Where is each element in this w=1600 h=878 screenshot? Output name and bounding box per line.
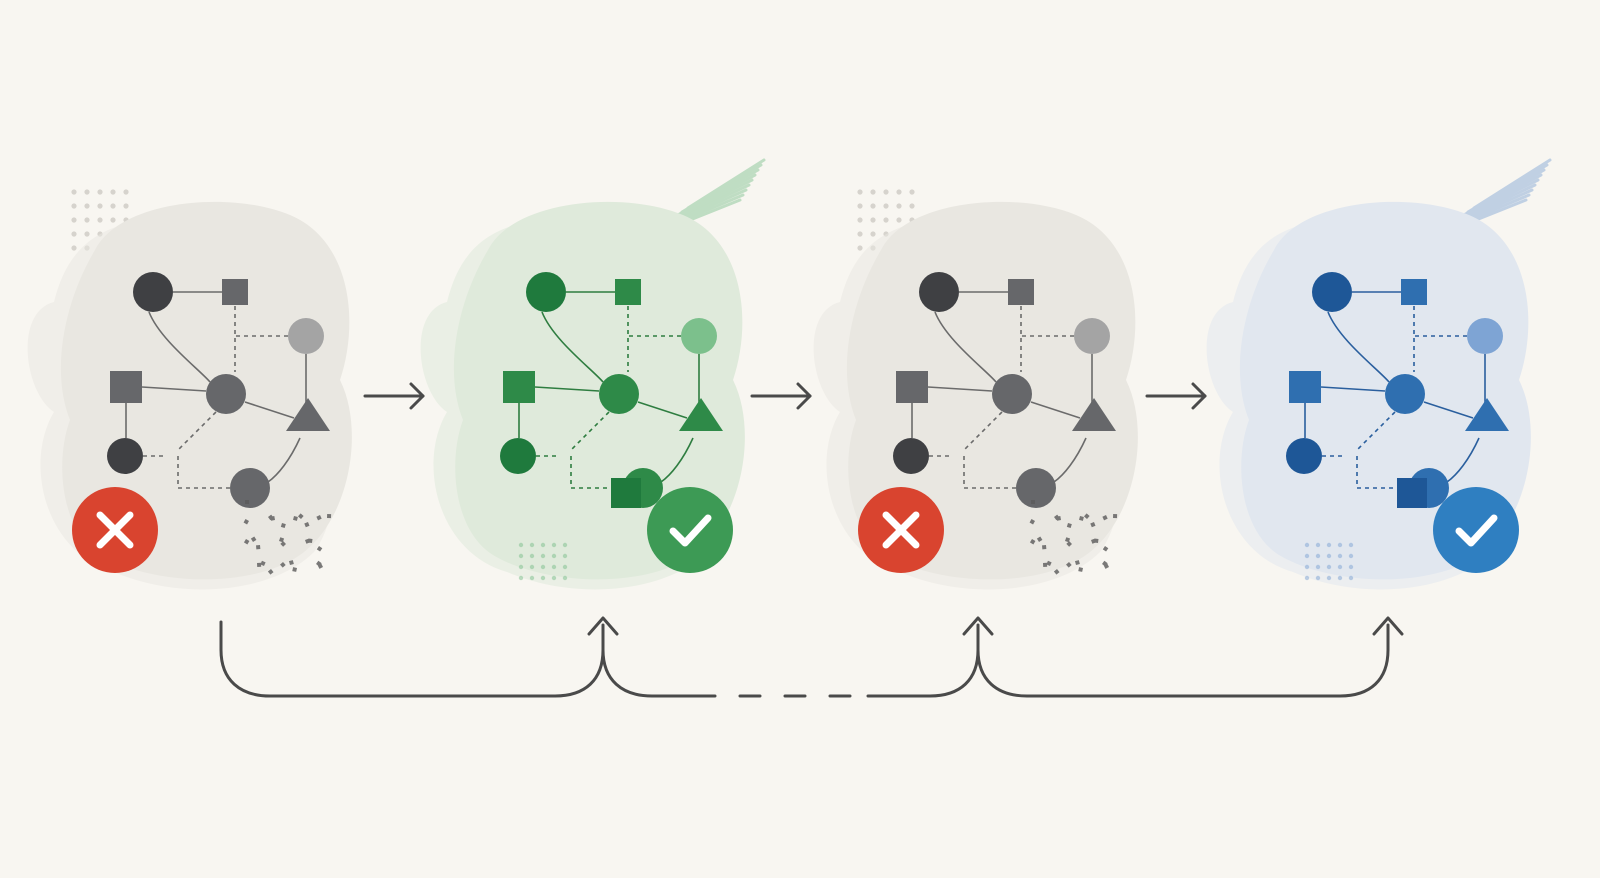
graph-edges bbox=[911, 291, 1093, 489]
graph-node-circle bbox=[599, 374, 639, 414]
graph-edge bbox=[244, 401, 295, 419]
graph-node-square bbox=[1008, 279, 1034, 305]
graph-edge bbox=[660, 437, 694, 483]
check-icon bbox=[669, 514, 712, 547]
graph-edge bbox=[934, 311, 997, 383]
graph-edge bbox=[1053, 437, 1087, 483]
error-badge bbox=[858, 487, 944, 573]
panel-1 bbox=[27, 189, 352, 590]
graph-edge bbox=[570, 411, 610, 451]
graph-node-square bbox=[611, 478, 641, 508]
graph-node-circle bbox=[107, 438, 143, 474]
graph-edge bbox=[927, 386, 993, 392]
graph-node-circle bbox=[1467, 318, 1503, 354]
badge-circle bbox=[647, 487, 733, 573]
panel-3 bbox=[813, 189, 1138, 590]
arrow-up-icon bbox=[1372, 616, 1404, 636]
graph-node-circle bbox=[1016, 468, 1056, 508]
success-badge bbox=[647, 487, 733, 573]
success-badge bbox=[1433, 487, 1519, 573]
graph-edge bbox=[637, 401, 688, 419]
graph-node-square bbox=[1401, 279, 1427, 305]
graph-edge bbox=[1423, 401, 1474, 419]
graph-node-triangle bbox=[679, 398, 723, 431]
graph-edge bbox=[148, 311, 211, 383]
panel-2 bbox=[420, 158, 766, 590]
x-icon bbox=[882, 511, 920, 549]
graph-edge bbox=[1030, 401, 1081, 419]
graph-node-circle bbox=[526, 272, 566, 312]
graph-node-circle bbox=[1074, 318, 1110, 354]
graph-edge bbox=[1356, 456, 1409, 489]
check-icon bbox=[1455, 514, 1498, 547]
graph-node-circle bbox=[681, 318, 717, 354]
graph-edge bbox=[177, 411, 217, 451]
graph-node-triangle bbox=[286, 398, 330, 431]
speckle-decoration bbox=[1029, 500, 1118, 575]
graph-node-circle bbox=[1286, 438, 1322, 474]
speckle-decoration bbox=[1304, 542, 1354, 581]
graph-node-circle bbox=[500, 438, 536, 474]
graph-node-circle bbox=[230, 468, 270, 508]
graph-edge bbox=[963, 411, 1003, 451]
graph-node-circle bbox=[288, 318, 324, 354]
graph-edge bbox=[267, 437, 301, 483]
feedback-loop bbox=[219, 616, 1404, 698]
graph-node-square bbox=[110, 371, 142, 403]
graph-node-square bbox=[896, 371, 928, 403]
graph-edge bbox=[177, 456, 230, 489]
arrow-right-icon bbox=[750, 382, 812, 410]
badge-circle bbox=[1433, 487, 1519, 573]
graph-node-circle bbox=[992, 374, 1032, 414]
speckle-decoration bbox=[518, 542, 568, 581]
loop-segment bbox=[866, 623, 980, 698]
graph-node-circle bbox=[893, 438, 929, 474]
graph-edges bbox=[125, 291, 307, 489]
graph-edge bbox=[1356, 411, 1396, 451]
graph-node-square bbox=[1397, 478, 1427, 508]
graph-node-circle bbox=[133, 272, 173, 312]
arrow-up-icon bbox=[587, 616, 619, 636]
graph-edge bbox=[1320, 386, 1386, 392]
graph-node-triangle bbox=[1072, 398, 1116, 431]
graph-node-square bbox=[503, 371, 535, 403]
x-icon bbox=[96, 511, 134, 549]
graph-edge bbox=[963, 456, 1016, 489]
graph-edge bbox=[1446, 437, 1480, 483]
graph-node-circle bbox=[206, 374, 246, 414]
arrow-right-icon bbox=[1145, 382, 1207, 410]
graph-node-circle bbox=[919, 272, 959, 312]
graph-edge bbox=[541, 311, 604, 383]
arrow-right-icon bbox=[363, 382, 425, 410]
panel-4 bbox=[1206, 158, 1552, 590]
graph-node-triangle bbox=[1465, 398, 1509, 431]
error-badge bbox=[72, 487, 158, 573]
graph-node-circle bbox=[1385, 374, 1425, 414]
graph-edge bbox=[1327, 311, 1390, 383]
loop-segment bbox=[219, 620, 605, 698]
loop-segment bbox=[601, 648, 717, 698]
graph-edge bbox=[534, 386, 600, 392]
graph-node-circle bbox=[1312, 272, 1352, 312]
graph-edges bbox=[1304, 291, 1486, 489]
graph-edge bbox=[141, 386, 207, 392]
graph-node-square bbox=[222, 279, 248, 305]
arrow-up-icon bbox=[962, 616, 994, 636]
speckle-decoration bbox=[243, 500, 332, 575]
graph-node-square bbox=[1289, 371, 1321, 403]
graph-node-square bbox=[615, 279, 641, 305]
graph-edges bbox=[518, 291, 700, 489]
loop-segment bbox=[976, 623, 1390, 698]
graph-edge bbox=[570, 456, 623, 489]
